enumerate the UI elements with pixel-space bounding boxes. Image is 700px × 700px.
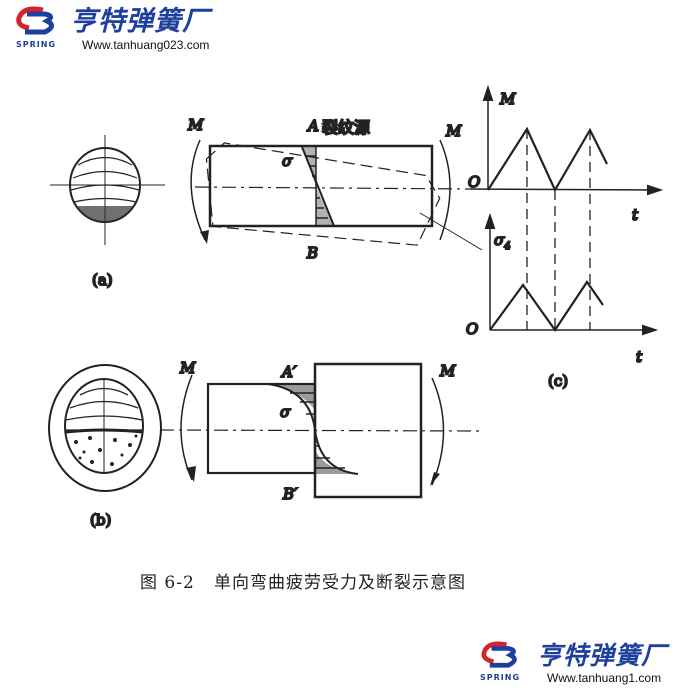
time-axis-bottom: t (636, 348, 643, 366)
point-b-prime-label: B′ (282, 485, 298, 503)
spring-logo-icon (481, 641, 517, 668)
time-axis-top: t (632, 206, 639, 224)
panel-a-label: (a) (92, 271, 113, 289)
brand-url: Www.tanhuang023.com (82, 38, 210, 52)
panel-b-label: (b) (90, 511, 111, 529)
panel-c-label: (c) (548, 372, 568, 390)
figure-caption: 图 6-2 单向弯曲疲劳受力及断裂示意图 (140, 573, 466, 593)
beam-b (159, 362, 481, 499)
brand-name: 亨特弹簧厂 (537, 641, 668, 670)
spring-logo-mark: SPRING (10, 6, 62, 49)
spring-logo-icon (16, 6, 54, 35)
spring-logo-mark: SPRING (475, 641, 525, 682)
logo-bottom: SPRING 亨特弹簧厂 Www.tanhuang1.com (475, 641, 667, 685)
stress-axis-label: σ4 (494, 231, 511, 252)
moment-right-b: M (439, 362, 456, 380)
stress-graph (484, 212, 659, 336)
brand-name: 亨特弹簧厂 (70, 6, 210, 37)
point-a-prime-label: A′ (280, 363, 297, 381)
moment-left-b: M (179, 359, 196, 377)
moment-left-a: M (187, 116, 204, 134)
brand-url: Www.tanhuang1.com (547, 671, 662, 685)
beam-a (190, 139, 661, 251)
moment-axis-label: M (499, 90, 516, 108)
point-a-label: A (306, 117, 319, 135)
origin-top: O (468, 173, 480, 191)
origin-bottom: O (466, 320, 478, 338)
logo-top: SPRING 亨特弹簧厂 Www.tanhuang023.com (10, 6, 210, 52)
sigma-a: σ (282, 152, 293, 170)
crack-source-label: 裂纹源 (322, 118, 370, 137)
moment-right-a: M (445, 122, 462, 140)
cross-section-a (50, 135, 165, 245)
point-b-label: B (306, 244, 318, 262)
moment-graph (482, 84, 664, 330)
sigma-b: σ (280, 403, 291, 421)
cross-section-b (48, 364, 162, 492)
